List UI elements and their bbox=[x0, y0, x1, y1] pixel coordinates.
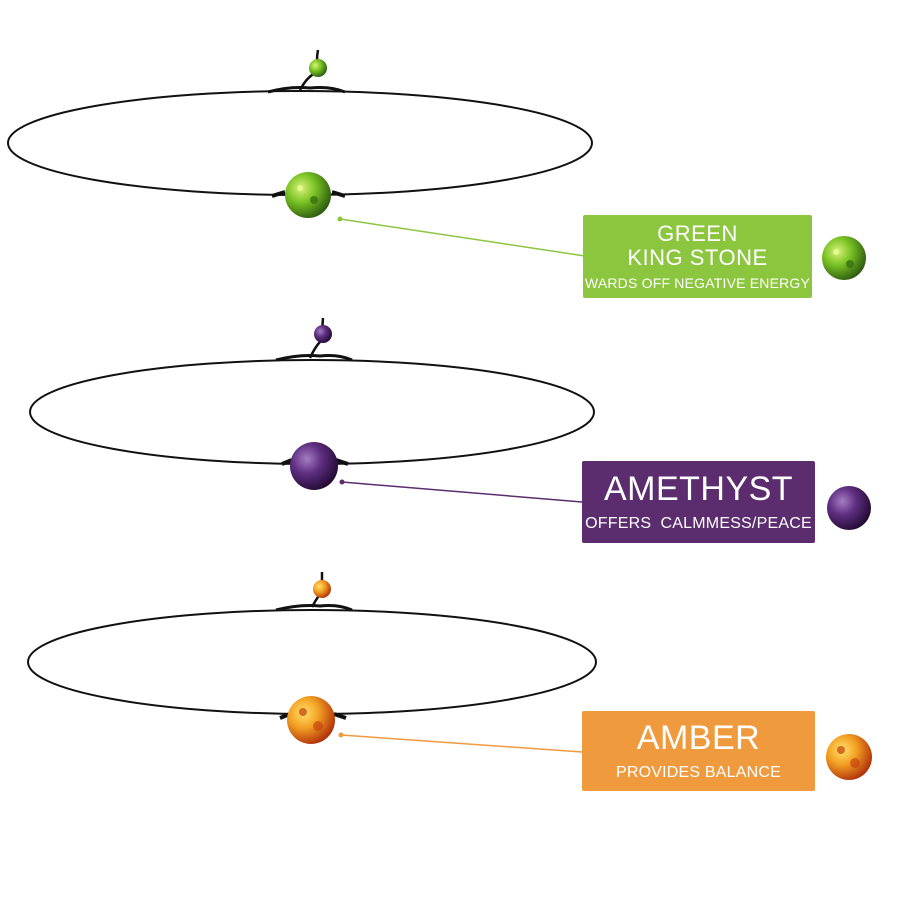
pendant-bead-amethyst bbox=[290, 442, 338, 490]
connector-dot-amethyst bbox=[339, 479, 345, 485]
cord-knot bbox=[267, 86, 346, 94]
necklace-amber bbox=[27, 572, 872, 780]
connector-dot-green bbox=[337, 216, 343, 222]
label-title-line: GREEN bbox=[657, 220, 738, 246]
connector-line-green bbox=[339, 218, 599, 259]
label-amethyst: AMETHYST OFFERS CALMMESS/PEACE bbox=[582, 461, 815, 543]
cord-knot bbox=[281, 458, 349, 466]
label-description: WARDS OFF NEGATIVE ENERGY bbox=[584, 274, 811, 291]
connector-line-amber bbox=[340, 734, 583, 753]
pendant-bead-green bbox=[285, 172, 331, 218]
clasp-bead-green bbox=[309, 59, 327, 77]
sample-bead-green bbox=[822, 236, 866, 280]
cord-knot bbox=[271, 190, 346, 198]
label-title-line: AMBER bbox=[636, 719, 761, 757]
label-title-line: AMETHYST bbox=[603, 470, 794, 508]
necklace-green bbox=[7, 49, 866, 280]
connector-dot-amber bbox=[338, 732, 344, 738]
sample-bead-amethyst bbox=[827, 486, 871, 530]
label-title-line: KING STONE bbox=[627, 244, 768, 270]
label-description: PROVIDES BALANCE bbox=[615, 764, 782, 781]
connector-line-amethyst bbox=[341, 481, 583, 503]
label-green-king-stone: GREEN KING STONE WARDS OFF NEGATIVE ENER… bbox=[583, 215, 812, 298]
label-description: OFFERS CALMMESS/PEACE bbox=[585, 515, 812, 532]
cord-knot bbox=[275, 354, 353, 362]
clasp-bead-amethyst bbox=[314, 325, 332, 343]
sample-bead-amber bbox=[826, 734, 872, 780]
clasp-bead-amber bbox=[313, 580, 331, 598]
pendant-bead-amber bbox=[287, 696, 335, 744]
cord-knot bbox=[275, 604, 353, 612]
necklace-amethyst bbox=[29, 317, 871, 530]
label-amber: AMBER PROVIDES BALANCE bbox=[582, 711, 815, 791]
